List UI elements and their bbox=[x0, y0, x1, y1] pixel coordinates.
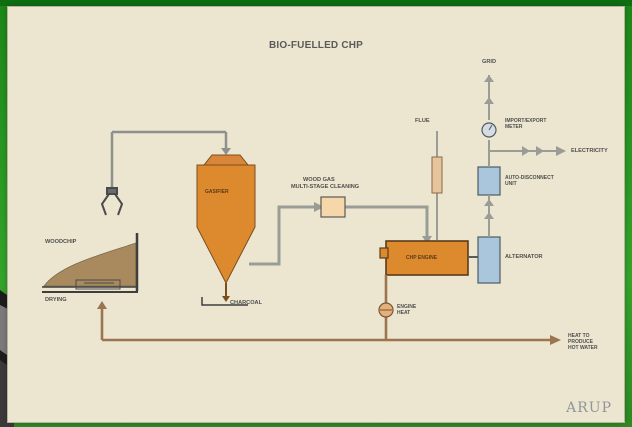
label-heat-to-produce-hot-water: HEAT TO PRODUCE HOT WATER bbox=[568, 333, 618, 351]
engine-heat-exchanger-icon bbox=[379, 303, 393, 317]
meter-line-2: METER bbox=[505, 124, 565, 130]
label-wood-gas: WOOD GAS bbox=[303, 177, 335, 184]
label-charcoal: CHARCOAL bbox=[230, 300, 262, 307]
heat-line-3: HOT WATER bbox=[568, 345, 618, 351]
diagram-title: BIO-FUELLED CHP bbox=[8, 40, 624, 51]
electrical-connections bbox=[489, 75, 559, 237]
engine-heat-line-2: HEAT bbox=[397, 310, 437, 316]
gasifier-vessel bbox=[197, 155, 255, 302]
label-drying: DRYING bbox=[45, 297, 67, 304]
auto-disconnect-unit bbox=[478, 167, 500, 195]
label-electricity: ELECTRICITY bbox=[571, 148, 608, 155]
cleaning-unit bbox=[321, 197, 345, 217]
heat-pipework bbox=[102, 275, 553, 340]
label-grid: GRID bbox=[482, 59, 496, 66]
drying-arrow bbox=[97, 301, 107, 309]
flue-stack bbox=[432, 131, 442, 240]
label-import-export-meter: IMPORT/EXPORT METER bbox=[505, 118, 565, 130]
crane-arrow bbox=[221, 148, 231, 155]
auto-line-2: UNIT bbox=[505, 181, 575, 187]
top-frame-edge bbox=[0, 0, 632, 6]
label-alternator: ALTERNATOR bbox=[505, 254, 543, 261]
label-woodchip: WOODCHIP bbox=[45, 239, 76, 246]
meter-icon bbox=[482, 123, 496, 137]
label-chp-engine: CHP ENGINE bbox=[406, 255, 437, 261]
heat-out-arrow bbox=[550, 335, 561, 345]
label-auto-disconnect: AUTO-DISCONNECT UNIT bbox=[505, 175, 575, 187]
label-cleaning: MULTI-STAGE CLEANING bbox=[291, 184, 359, 191]
label-gasifier: GASIFIER bbox=[205, 189, 229, 195]
label-engine-heat: ENGINE HEAT bbox=[397, 304, 437, 316]
alternator-unit bbox=[478, 237, 500, 283]
arup-watermark: ARUP bbox=[566, 400, 612, 416]
grab-claw-icon bbox=[102, 188, 122, 215]
flow-arrows bbox=[484, 75, 566, 219]
label-flue: FLUE bbox=[415, 118, 430, 125]
diagram-card: BIO-FUELLED CHP WOODCHIP DRYING GASIFIER… bbox=[8, 7, 624, 422]
diagram-graphics bbox=[8, 7, 624, 422]
